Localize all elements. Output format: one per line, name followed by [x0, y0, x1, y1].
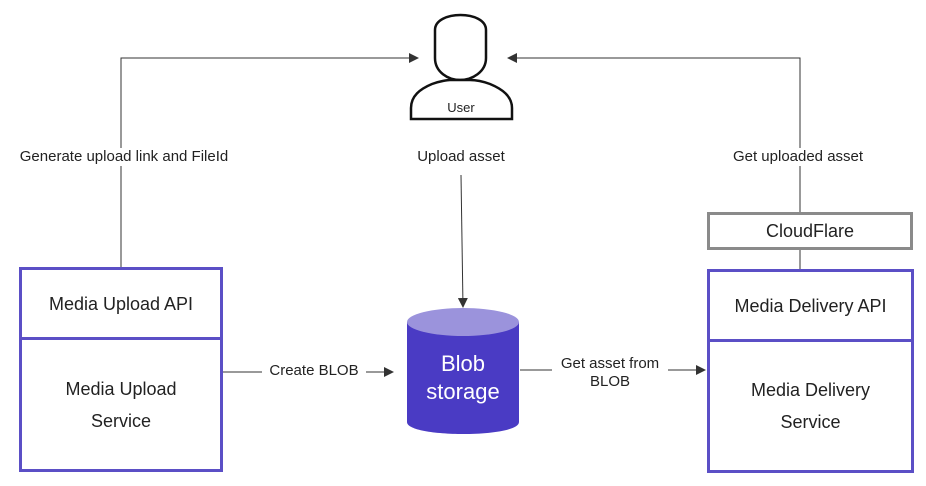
edge-generate-link — [120, 53, 419, 268]
media-delivery-api: Media Delivery API — [707, 269, 914, 339]
media-upload-service-label: Media Upload Service — [65, 378, 177, 431]
user-label: User — [447, 100, 475, 115]
media-upload-service: Media Upload Service — [19, 337, 223, 472]
cloudflare-box: CloudFlare — [707, 212, 913, 250]
blob-storage-label: Blob storage — [426, 351, 500, 404]
label-create-blob: Create BLOB — [262, 362, 366, 380]
label-upload-asset: Upload asset — [408, 148, 514, 166]
edge-get-uploaded — [507, 53, 801, 270]
media-delivery-service: Media Delivery Service — [707, 339, 914, 473]
label-generate-link: Generate upload link and FileId — [6, 148, 242, 166]
blob-storage-cylinder — [407, 308, 519, 434]
user-icon — [409, 13, 514, 121]
label-get-asset-from-blob: Get asset from BLOB — [552, 355, 668, 391]
label-get-uploaded-asset: Get uploaded asset — [722, 148, 874, 166]
media-delivery-service-label: Media Delivery Service — [750, 380, 871, 432]
edge-upload-asset — [457, 174, 468, 308]
media-upload-api: Media Upload API — [19, 267, 223, 337]
